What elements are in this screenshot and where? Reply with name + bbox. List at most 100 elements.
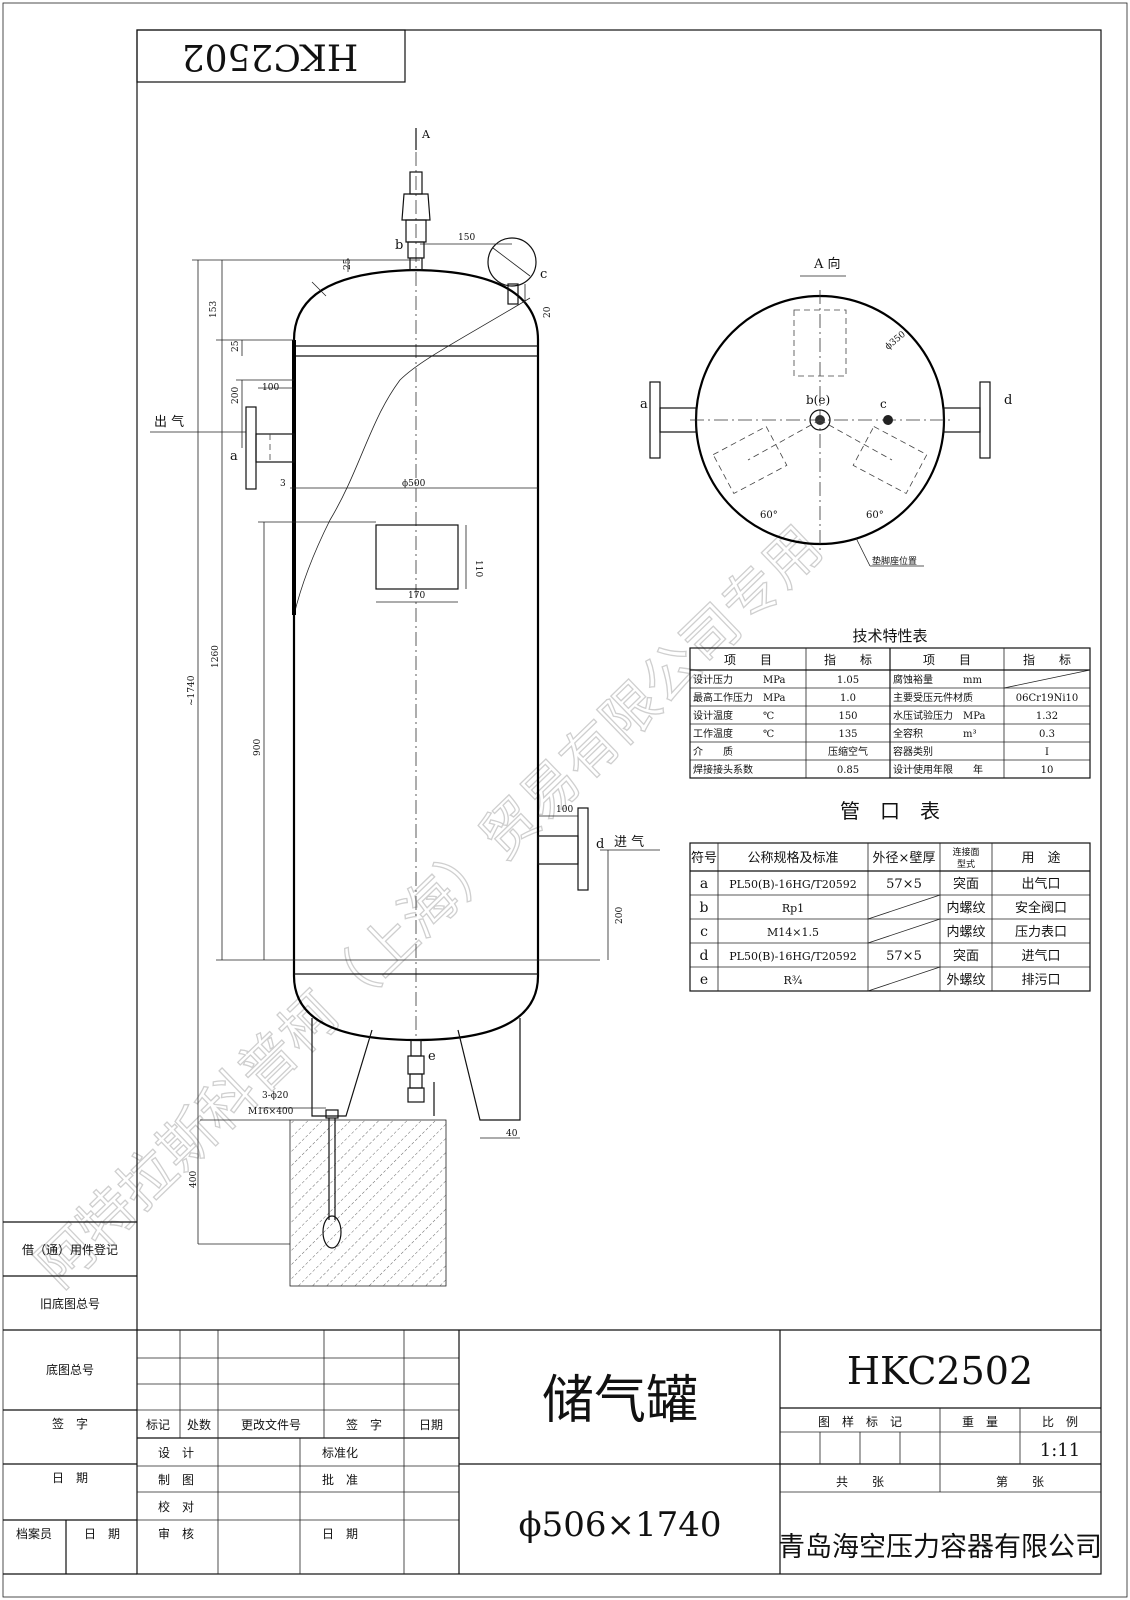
svg-text:1260: 1260	[211, 645, 221, 668]
view-nozzle-c: c	[880, 397, 887, 411]
svg-text:200: 200	[231, 387, 241, 404]
tech-cell-4-3: Ⅰ	[1045, 747, 1049, 758]
tech-cell-4-0: 介 质	[693, 746, 733, 758]
tech-cell-2-1: 150	[838, 711, 857, 722]
nozzle-table-title: 管 口 表	[840, 799, 940, 823]
nozzle-header-4: 用 途	[1021, 850, 1060, 866]
nozzle-cell-0-1: PL50(B)-16HG/T20592	[729, 878, 857, 891]
cutaway-line	[293, 297, 531, 616]
nozzle-cell-3-0: d	[700, 948, 709, 964]
drain-valve-e: e	[407, 1039, 436, 1116]
view-foot-note: 垫脚座位置	[872, 555, 917, 567]
tech-header-3: 指 标	[1023, 652, 1071, 667]
sign-review: 审 核	[158, 1526, 194, 1541]
tech-header-0: 项 目	[724, 653, 772, 667]
marks-label: 图 样 标 记	[818, 1414, 902, 1429]
leg-right	[457, 1018, 521, 1121]
foundation	[289, 1119, 447, 1287]
left-archive-date: 日 期	[84, 1527, 120, 1541]
view-arrow-label: A	[421, 128, 431, 141]
nozzle-cell-3-4: 进气口	[1021, 948, 1060, 964]
svg-text:3: 3	[280, 479, 286, 489]
nozzle-cell-3-2: 57×5	[886, 949, 922, 964]
tech-cell-5-0: 焊接接头系数	[693, 763, 753, 776]
nameplate	[375, 524, 459, 590]
tech-cell-1-2: 主要受压元件材质	[893, 691, 973, 704]
nozzle-header-3a: 连接面	[952, 846, 979, 858]
rev-date: 日期	[419, 1418, 443, 1432]
tech-cell-1-3: 06Cr19Ni10	[1016, 693, 1079, 704]
tech-cell-1-1: 1.0	[840, 693, 856, 704]
svg-text:170: 170	[408, 591, 425, 601]
scale-label: 比 例	[1042, 1415, 1078, 1429]
sign-approve: 批 准	[322, 1472, 358, 1487]
drawing-size: ϕ506×1740	[518, 1505, 721, 1545]
left-date: 日 期	[52, 1471, 88, 1485]
svg-text:200: 200	[615, 907, 625, 924]
drawing-code: HKC2502	[847, 1349, 1033, 1393]
outlet-label: 出 气	[154, 414, 184, 430]
tech-cell-5-3: 10	[1041, 765, 1054, 776]
tech-cell-3-1: 135	[838, 729, 857, 740]
svg-text:150: 150	[458, 233, 475, 243]
a-direction-view: A 向 a d b(e) c ϕ350 60° 60° 垫脚座位置	[640, 256, 1012, 567]
inlet-label: 进 气	[614, 834, 644, 850]
svg-text:100: 100	[556, 805, 573, 815]
svg-text:ϕ500: ϕ500	[402, 479, 426, 489]
nozzle-cell-1-1: Rp1	[782, 902, 804, 915]
tech-header-2: 项 目	[923, 653, 971, 667]
view-nozzle-bc: b(e)	[806, 393, 830, 407]
left-archivist: 档案员	[16, 1526, 52, 1541]
rev-sign: 签 字	[346, 1417, 382, 1432]
drawing-frame	[136, 29, 1102, 1575]
tech-cell-5-2: 设计使用年限 年	[893, 763, 983, 776]
safety-valve-b: b	[395, 171, 431, 271]
pressure-gauge-c: c	[487, 237, 547, 305]
rev-mark: 标记	[146, 1418, 170, 1432]
svg-text:25: 25	[343, 258, 353, 270]
svg-text:M16×400: M16×400	[248, 1107, 294, 1117]
tech-cell-4-2: 容器类别	[893, 745, 933, 758]
nozzle-cell-2-0: c	[700, 924, 708, 940]
leg-left	[311, 1018, 373, 1117]
nozzle-c-letter: c	[540, 267, 547, 282]
nozzle-cell-2-1: M14×1.5	[767, 926, 819, 939]
view-phi350: ϕ350	[884, 329, 908, 352]
nozzle-a-outlet: a	[230, 406, 295, 490]
nozzle-cell-2-4: 压力表口	[1015, 925, 1067, 940]
nozzle-header-2: 外径×壁厚	[873, 851, 936, 866]
tech-cell-3-0: 工作温度 ℃	[693, 727, 774, 740]
svg-text:110: 110	[473, 560, 483, 577]
rev-doc: 更改文件号	[241, 1417, 301, 1432]
sign-design: 设 计	[158, 1446, 194, 1460]
nozzle-cell-0-0: a	[700, 876, 708, 892]
sign-date: 日 期	[322, 1527, 358, 1541]
title-block: 标记 处数 更改文件号 签 字 日期 设 计 制 图 校 对 审 核 标准化 批…	[137, 1329, 1102, 1574]
nozzle-a-letter: a	[230, 449, 238, 464]
tech-cell-2-2: 水压试验压力 MPa	[893, 709, 986, 722]
vessel-elevation-view: A b c a	[150, 128, 660, 1287]
tech-header-1: 指 标	[824, 652, 872, 667]
nozzle-d-inlet: d	[537, 807, 604, 891]
tech-cell-0-0: 设计压力 MPa	[693, 673, 786, 686]
left-old-base-no: 旧底图总号	[40, 1296, 100, 1311]
sheet-number: 第 张	[996, 1475, 1044, 1489]
svg-text:~1740: ~1740	[187, 675, 197, 706]
tech-cell-0-2: 腐蚀裕量 mm	[893, 673, 982, 686]
svg-text:40: 40	[506, 1129, 518, 1139]
nozzle-d-letter: d	[596, 837, 604, 852]
svg-text:3-ϕ20: 3-ϕ20	[262, 1091, 289, 1101]
svg-text:20: 20	[543, 306, 553, 318]
left-base-no: 底图总号	[46, 1362, 94, 1377]
svg-text:100: 100	[262, 383, 279, 393]
company-name: 青岛海空压力容器有限公司	[778, 1532, 1102, 1563]
view-angle-right: 60°	[866, 510, 884, 521]
nozzle-e-letter: e	[428, 1049, 436, 1064]
drawing-title: 储气罐	[542, 1371, 698, 1431]
nozzle-cell-4-4: 排污口	[1021, 973, 1060, 988]
nozzle-cell-1-0: b	[700, 900, 709, 916]
dimension-texts: 150 25 20 153 25 200 100 3 ϕ500 110 170 …	[187, 233, 625, 1188]
svg-text:400: 400	[189, 1171, 199, 1188]
